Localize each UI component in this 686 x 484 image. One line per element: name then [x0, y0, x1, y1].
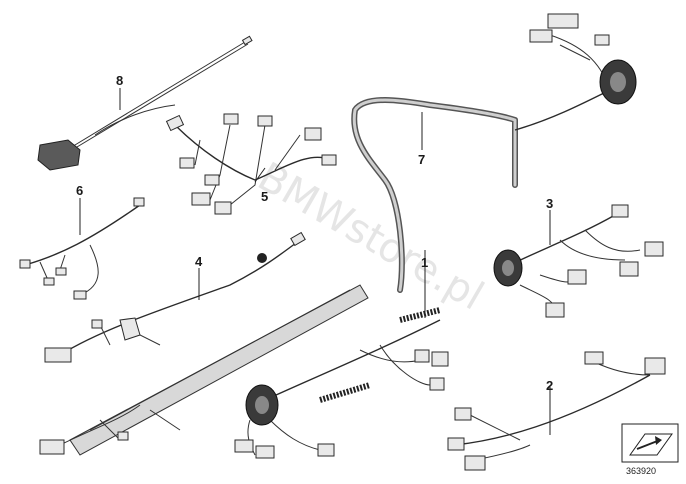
- callout-1: 1: [421, 255, 428, 270]
- part-8-cable: [37, 35, 253, 171]
- part-1-harness: [234, 307, 449, 459]
- callout-7: 7: [418, 152, 425, 167]
- callout-6: 6: [76, 183, 83, 198]
- rail-carrier: [39, 284, 369, 456]
- part-3-harness: [493, 204, 664, 318]
- part-4-harness: [44, 231, 306, 363]
- orientation-box: 363920: [621, 423, 679, 476]
- callout-3: 3: [546, 196, 553, 211]
- callout-5: 5: [261, 189, 268, 204]
- watermark: BMWstore.pl: [250, 154, 491, 320]
- part-7-tube: [351, 13, 637, 293]
- callout-2: 2: [546, 378, 553, 393]
- part-5-harness: [165, 113, 337, 215]
- callout-4: 4: [195, 254, 203, 269]
- part-6-cable: [19, 197, 145, 300]
- arrow-direction-icon: [629, 433, 673, 456]
- reference-number: 363920: [626, 466, 656, 476]
- control-box-icon: [37, 139, 81, 171]
- part-2-harness: [447, 351, 666, 471]
- callout-8: 8: [116, 73, 123, 88]
